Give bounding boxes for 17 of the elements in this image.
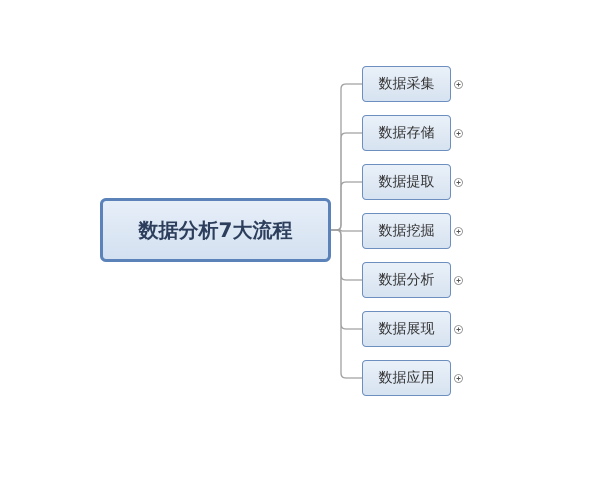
subtopic-box xyxy=(362,66,451,102)
subtopic-box xyxy=(362,311,451,347)
subtopic-box xyxy=(362,115,451,151)
connector-line xyxy=(331,229,362,379)
subtopic-box xyxy=(362,360,451,396)
topic-text: 数据存储 xyxy=(378,124,434,142)
topic-text: 数据分析7大流程 xyxy=(138,216,292,244)
subtopic-box xyxy=(362,213,451,249)
subtopic-box xyxy=(362,262,451,298)
topic-text: 数据挖掘 xyxy=(378,222,434,240)
central-topic-box xyxy=(100,198,331,262)
subtopic-box xyxy=(362,164,451,200)
topic-text: 数据应用 xyxy=(378,369,434,387)
topic-text: 数据提取 xyxy=(378,173,434,191)
topic-text: 数据采集 xyxy=(378,75,434,93)
topic-text: 数据分析 xyxy=(378,271,434,289)
topic-text: 数据展现 xyxy=(378,320,434,338)
